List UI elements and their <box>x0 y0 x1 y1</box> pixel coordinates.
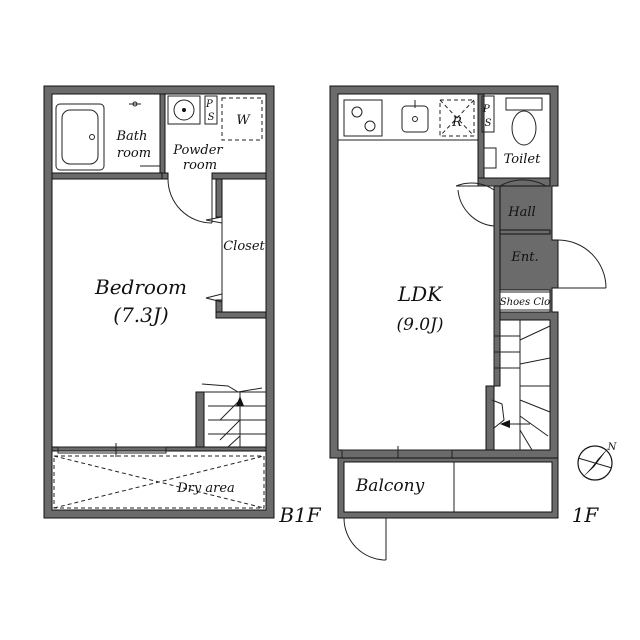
washbasin-drain <box>182 108 186 112</box>
balcony-wall <box>337 457 559 519</box>
washer-space <box>221 97 263 141</box>
closet-door-top <box>205 216 223 224</box>
powder-room-label: Powder room <box>172 143 227 173</box>
kitchen-sink <box>401 105 429 133</box>
bathtub-inner <box>61 109 99 165</box>
b1f-dry-wall <box>51 446 267 452</box>
b1f-closet-wall-left <box>215 178 223 218</box>
f1-stair-wall <box>485 385 495 451</box>
ldk-size-label: (9.0J) <box>396 315 443 335</box>
b1f-ps-label: P S <box>205 99 216 123</box>
bathtub-drain <box>89 134 95 140</box>
fridge-space <box>439 99 475 137</box>
ent-wall-top <box>499 229 551 235</box>
b1f-outer-wall <box>43 85 275 519</box>
f1-ps-box <box>481 95 495 133</box>
shoes-closet-label: Shoes Clo <box>500 297 550 308</box>
dry-area-label: Dry area <box>176 481 235 496</box>
b1f-wet-partition-3 <box>211 172 267 180</box>
stove <box>343 99 383 137</box>
bedroom-size-label: (7.3J) <box>113 303 168 327</box>
washbasin <box>167 95 201 125</box>
toilet-label: Toilet <box>504 152 541 167</box>
compass-north-label: N <box>607 442 618 453</box>
stove-burner-1 <box>351 106 363 118</box>
hall-label: Hall <box>507 205 535 220</box>
bedroom-label: Bedroom <box>94 275 187 299</box>
compass: N <box>577 442 618 481</box>
ldk-label: LDK <box>397 282 443 306</box>
toilet-bowl <box>511 110 537 146</box>
f1-stair-arrow <box>500 420 510 428</box>
bathtub <box>55 103 105 171</box>
b1f-stairs <box>201 383 266 448</box>
washer-label: W <box>236 113 251 128</box>
washbasin-bowl <box>173 99 195 121</box>
f1-ps-label: P S <box>482 104 493 129</box>
b1f-wet-partition <box>51 172 163 180</box>
b1f-bath-wall <box>159 93 166 174</box>
f1-floor-label: 1F <box>572 503 600 527</box>
balcony-door-swing <box>343 517 387 561</box>
b1f-ps-box <box>204 95 218 125</box>
f1-outer-wall <box>329 85 559 459</box>
b1f-wet-partition-2 <box>161 172 169 180</box>
b1f-floor-label: B1F <box>278 503 321 527</box>
kitchen-sink-drain <box>412 116 418 122</box>
b1f-window <box>57 446 167 454</box>
bath-room-label: Bath room <box>115 129 151 161</box>
b1f-stair-arrow <box>236 396 244 406</box>
toilet-tank <box>505 97 543 111</box>
dry-area <box>53 455 265 509</box>
powder-door-swing <box>167 178 213 224</box>
balcony-label: Balcony <box>355 476 425 496</box>
entrance-door-swing <box>557 239 607 289</box>
fridge-label: R <box>451 115 462 130</box>
toilet-paper <box>483 147 497 169</box>
entrance-label: Ent. <box>510 250 538 265</box>
stove-burner-2 <box>364 120 376 132</box>
hall-door-swing <box>455 182 495 227</box>
shoes-closet <box>499 291 551 311</box>
b1f-closet-wall-bottom <box>215 311 267 319</box>
toilet-door-swing <box>499 179 547 187</box>
closet-door-bottom <box>205 293 223 303</box>
f1-stairs <box>491 320 551 451</box>
compass-needle-icon <box>582 447 609 478</box>
b1f-floor <box>43 85 275 519</box>
closet-label: Closet <box>223 239 265 254</box>
toilet-wall-bottom <box>477 177 551 187</box>
f1-floor <box>329 85 607 561</box>
hall-wall <box>493 185 501 387</box>
b1f-stair-wall <box>195 391 205 449</box>
